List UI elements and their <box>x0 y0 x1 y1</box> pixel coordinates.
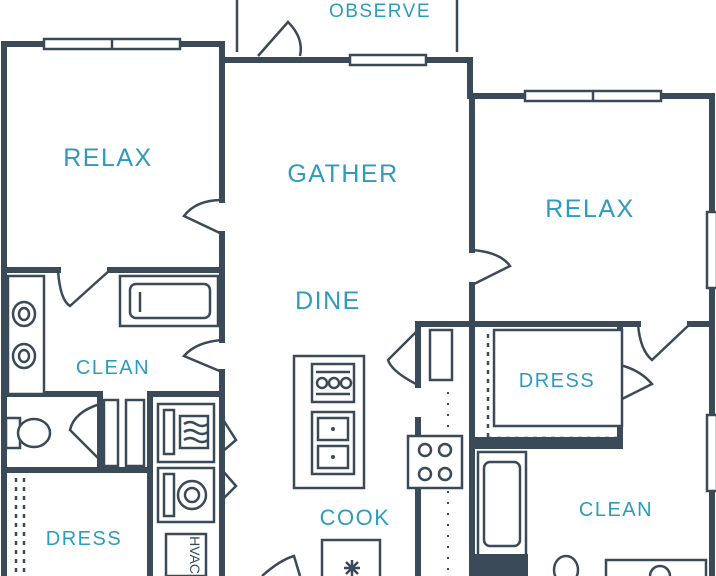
sink-2 <box>11 342 37 370</box>
room-label-relax-left: RELAX <box>63 144 152 172</box>
kitchen-counter <box>320 328 464 576</box>
room-label-dress-right: DRESS <box>519 370 595 392</box>
room-label-clean-left: CLEAN <box>76 357 150 379</box>
doors <box>56 20 691 576</box>
room-label-cook: COOK <box>320 505 391 530</box>
room-label-dine: DINE <box>295 287 361 315</box>
room-label-hvac: HVAC <box>187 536 203 574</box>
dishwasher <box>310 362 356 404</box>
room-label-observe: OBSERVE <box>329 1 431 22</box>
laundry <box>156 402 216 524</box>
sink-1 <box>11 300 37 328</box>
room-label-dress-left: DRESS <box>46 528 122 550</box>
left-bath-fixtures <box>4 274 220 468</box>
right-bath-fixtures <box>474 450 708 576</box>
range <box>406 434 464 490</box>
toilet-right <box>552 554 580 576</box>
room-labels: OBSERVE RELAX GATHER RELAX DINE CLEAN DR… <box>46 1 653 574</box>
room-label-clean-right: CLEAN <box>579 499 653 521</box>
windows <box>42 37 716 493</box>
room-label-relax-right: RELAX <box>545 195 634 223</box>
right-closet <box>486 328 624 440</box>
toilet-bowl <box>16 417 52 449</box>
left-closet <box>14 478 208 576</box>
kitchen-island <box>292 354 366 490</box>
room-label-gather: GATHER <box>287 160 398 188</box>
